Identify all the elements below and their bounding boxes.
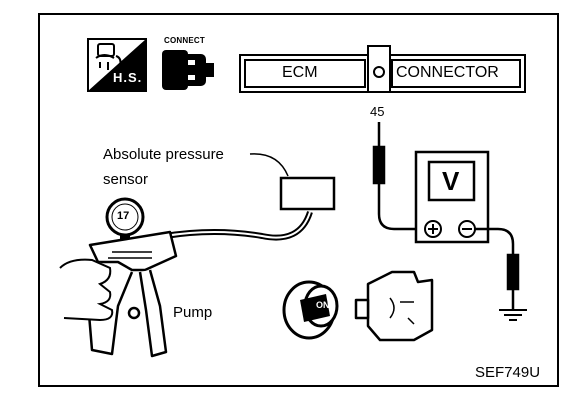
sensor-leader-line (249, 153, 289, 177)
gauge-reading: 17 (117, 210, 130, 222)
voltmeter-label: V (442, 166, 460, 196)
ecm-connector-panel (239, 45, 526, 93)
sensor-label-line2: sensor (103, 171, 149, 188)
positive-probe-lead (372, 122, 430, 231)
sensor-label-line1: Absolute pressure (103, 146, 224, 163)
operator-hand (59, 258, 114, 322)
wiring-harness-icon (95, 43, 122, 70)
pump-label: Pump (173, 304, 213, 321)
pressure-gauge-icon (105, 197, 145, 244)
figure-border (38, 13, 559, 387)
hs-label: H.S. (113, 70, 143, 85)
ecm-label: ECM (282, 64, 318, 81)
ignition-key-icon (282, 280, 339, 340)
ground-icon (499, 309, 527, 321)
voltmeter-icon (414, 150, 490, 244)
connector-plug-icon (162, 50, 214, 90)
negative-probe-lead (475, 227, 520, 310)
engine-icon (354, 270, 434, 342)
absolute-pressure-sensor (279, 176, 336, 211)
figure-code: SEF749U (475, 364, 541, 381)
connect-label: CONNECT (164, 36, 205, 45)
key-on-label: ON (316, 300, 330, 310)
hs-badge (87, 38, 147, 92)
terminal-number: 45 (370, 104, 385, 119)
connector-label: CONNECTOR (396, 64, 499, 81)
